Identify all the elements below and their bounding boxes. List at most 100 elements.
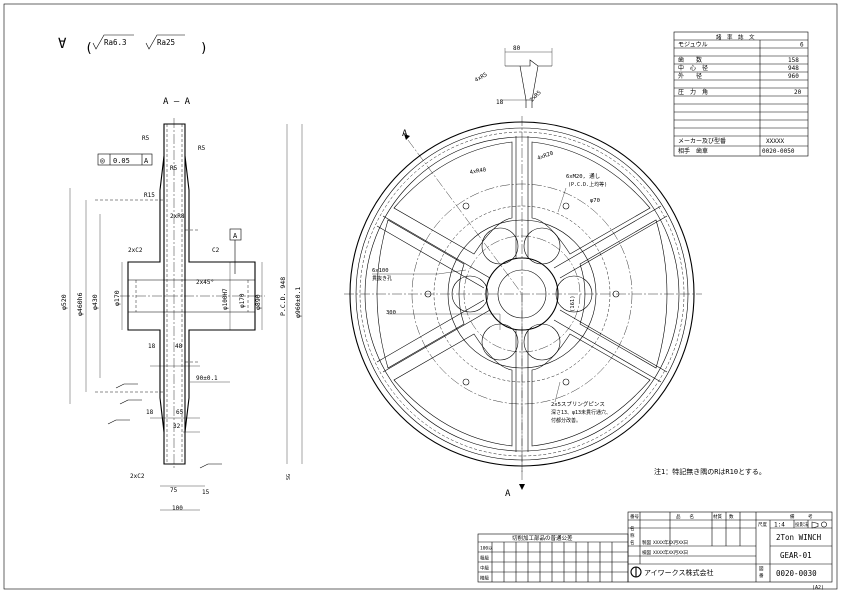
datum-label: A	[233, 232, 238, 240]
spec-row-4-value: 20	[794, 89, 802, 96]
dim-c2: C2	[212, 247, 220, 254]
projection-icon	[811, 521, 827, 529]
company-logo	[630, 566, 642, 578]
dim-h18: 18	[496, 99, 504, 106]
tb-scale-key: 尺度	[758, 521, 767, 528]
section-title: A — A	[163, 97, 191, 107]
dim-d300: 300	[386, 310, 396, 316]
spec-row-1-value: 158	[788, 57, 799, 64]
note-holes2: 貫抜き孔	[372, 275, 392, 282]
surface-check-2	[145, 34, 185, 50]
dim-r80: 2xR8	[170, 213, 185, 220]
section-dimensions	[69, 124, 303, 511]
dim-d161: (161)	[570, 295, 576, 312]
tb-note: 備 考	[790, 513, 813, 520]
tol-row-0: 100以	[480, 546, 493, 552]
dim-w65: 65	[176, 409, 184, 416]
dim-chamf: 2x45°	[196, 279, 214, 286]
dim-w75: 75	[170, 487, 178, 494]
front-view	[344, 116, 702, 490]
title-block	[627, 511, 833, 583]
dim-w48: 48	[175, 343, 183, 350]
spec-row-1-key: 歯 数	[678, 56, 702, 64]
dim-c2b: 2xC2	[130, 473, 145, 480]
dim-r5c: R5	[170, 165, 178, 172]
dim-d100: φ100H7	[222, 288, 229, 310]
dim-w18a: 18	[148, 343, 156, 350]
dim-d460: φ460h6	[76, 292, 84, 316]
tolerance-block-title: 切削加工部品の普通公差	[512, 534, 573, 542]
sheet-border	[3, 3, 838, 590]
section-a-top: A	[402, 129, 408, 139]
tb-scale-value: 1:4	[774, 522, 785, 529]
section-view	[95, 118, 265, 470]
spec-mate-value: 0020-0050	[762, 148, 795, 155]
tb-name-header: 品 名	[676, 513, 694, 520]
sheet-size: (A2)	[812, 585, 824, 591]
dim-r2x5: 2xR5	[529, 90, 543, 104]
spec-row-2-key: 中 心 径	[678, 64, 708, 72]
note-spring3: 付都分改善。	[551, 417, 581, 424]
dim-sg: SG	[286, 474, 292, 480]
tolerance-datum: A	[144, 157, 149, 165]
general-note: 注1：特記無き隅のRはR10とする。	[654, 467, 766, 476]
spec-row-0-value: 6	[800, 42, 804, 49]
tb-part-name: GEAR-01	[780, 551, 812, 560]
dim-w15: 15	[202, 489, 210, 496]
tb-qty: 数	[729, 513, 734, 520]
tolerance-value: 0.05	[113, 157, 130, 165]
tb-drawing-no: 0020-0030	[776, 569, 817, 578]
note-holes: 6x100	[372, 268, 389, 274]
tb-projection: 投影法	[795, 521, 809, 528]
spec-maker-key: メーカー及び型番	[678, 137, 726, 145]
section-a-bottom: A	[505, 489, 511, 499]
tb-material: 材質	[713, 513, 722, 520]
dim-d960: φ960±0.1	[294, 287, 302, 318]
tb-rev-0: 図	[759, 566, 764, 572]
dim-r15: R15	[144, 192, 155, 199]
spec-table	[673, 31, 809, 157]
spec-row-4-key: 圧 力 角	[678, 88, 708, 96]
tooth-detail	[500, 48, 553, 108]
tolerance-frame: ◎ 0.05 A	[97, 153, 153, 166]
dim-w32: 32	[173, 423, 181, 430]
tb-col-0: 名	[630, 525, 635, 532]
front-leaders	[372, 187, 567, 403]
dim-d520: φ520	[60, 294, 68, 310]
dim-w100: 100	[172, 505, 183, 512]
tb-rev-1: 番	[759, 572, 764, 579]
surface-open-paren: (	[85, 41, 93, 56]
spec-maker-value: XXXXX	[766, 138, 784, 145]
surface-ra2: Ra25	[157, 38, 175, 47]
tb-col-1: 称	[630, 532, 635, 539]
dim-r5a: R5	[142, 135, 150, 142]
tb-design-label: 製図	[642, 539, 651, 546]
note-tap2: (P.C.D.上均等)	[568, 181, 607, 188]
tb-no: 番号	[630, 513, 639, 520]
tb-product-name: 2Ton WINCH	[776, 533, 822, 542]
note-tap: 6xM20, 通し	[566, 172, 600, 180]
dim-r20: 4xR20	[537, 151, 555, 162]
surface-check-1	[92, 34, 134, 50]
spec-mate-key: 相手 歯車	[678, 147, 708, 155]
note-spring: 2x5スプリングピンス	[551, 400, 605, 408]
tb-check-label: 検図	[642, 549, 651, 556]
datum-box	[229, 228, 242, 241]
dim-c2a: 2xC2	[128, 247, 143, 254]
surface-symbol: ∀	[58, 36, 67, 52]
tol-row-3: 精級	[480, 575, 489, 582]
spec-row-3-key: 外 径	[678, 72, 702, 80]
tb-design-date: XXXX年XX月XX日	[653, 539, 688, 546]
spec-row-2-value: 948	[788, 65, 799, 72]
surface-ra1: Ra6.3	[104, 38, 127, 47]
spec-row-3-value: 960	[788, 73, 799, 80]
dim-d170b: φ170	[239, 293, 246, 308]
dim-ang: φ70	[590, 198, 600, 204]
tolerance-symbol: ◎	[100, 156, 105, 165]
tb-col-2: 名	[630, 539, 635, 546]
spec-title: 諸 率 誌 文	[716, 33, 755, 41]
tb-company: アイワークス株式会社	[644, 568, 713, 577]
dim-d430: φ430	[91, 294, 99, 310]
surface-close-paren: )	[200, 41, 208, 56]
